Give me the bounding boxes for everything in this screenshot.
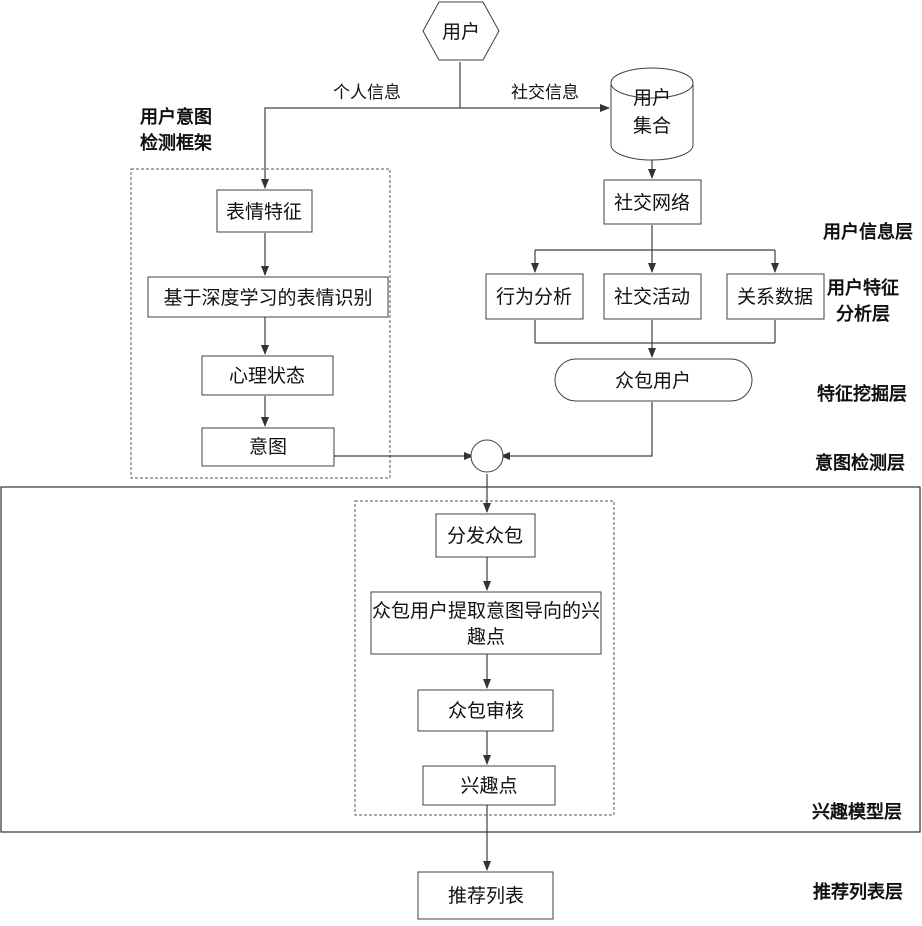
svg-text:用户: 用户 bbox=[442, 21, 480, 43]
layer-recommend-list: 推荐列表层 bbox=[813, 881, 903, 903]
intent-box: 意图 bbox=[202, 428, 334, 466]
user-node: 用户 bbox=[423, 2, 499, 60]
extract-interest-points-box: 众包用户提取意图导向的兴 趣点 bbox=[371, 592, 601, 654]
social-network-box: 社交网络 bbox=[604, 180, 701, 224]
relation-data-box: 关系数据 bbox=[727, 274, 824, 319]
social-activity-box: 社交活动 bbox=[604, 274, 701, 319]
svg-text:分发众包: 分发众包 bbox=[447, 525, 523, 547]
svg-text:众包审核: 众包审核 bbox=[448, 700, 524, 722]
interest-point-box: 兴趣点 bbox=[423, 766, 555, 805]
crowd-user-box: 众包用户 bbox=[555, 359, 752, 401]
svg-text:表情特征: 表情特征 bbox=[226, 201, 302, 223]
layer-feature-mining: 特征挖掘层 bbox=[817, 383, 907, 405]
svg-text:趣点: 趣点 bbox=[467, 626, 505, 648]
junction-circle bbox=[471, 440, 503, 472]
expression-feature-box: 表情特征 bbox=[217, 190, 312, 232]
svg-text:心理状态: 心理状态 bbox=[229, 365, 305, 387]
svg-text:社交活动: 社交活动 bbox=[614, 286, 690, 308]
svg-text:推荐列表: 推荐列表 bbox=[448, 885, 524, 907]
layer-intent-detection: 意图检测层 bbox=[815, 452, 905, 474]
svg-text:用户: 用户 bbox=[633, 87, 671, 109]
recommend-list-box: 推荐列表 bbox=[418, 872, 553, 919]
svg-text:集合: 集合 bbox=[633, 115, 671, 137]
svg-text:众包用户: 众包用户 bbox=[615, 370, 691, 392]
mental-state-box: 心理状态 bbox=[202, 356, 333, 395]
layer-user-info: 用户信息层 bbox=[823, 221, 913, 243]
svg-text:众包用户提取意图导向的兴: 众包用户提取意图导向的兴 bbox=[372, 600, 600, 622]
svg-text:基于深度学习的表情识别: 基于深度学习的表情识别 bbox=[163, 287, 372, 309]
behavior-analysis-box: 行为分析 bbox=[486, 274, 583, 319]
user-set-cylinder: 用户 集合 bbox=[611, 68, 693, 160]
layer-interest-model: 兴趣模型层 bbox=[812, 801, 902, 823]
deep-learning-recognition-box: 基于深度学习的表情识别 bbox=[148, 277, 388, 317]
frame-label-line2: 检测框架 bbox=[140, 132, 212, 154]
svg-text:关系数据: 关系数据 bbox=[737, 286, 813, 308]
svg-text:意图: 意图 bbox=[249, 436, 287, 458]
svg-text:社交网络: 社交网络 bbox=[614, 192, 690, 214]
svg-text:兴趣点: 兴趣点 bbox=[460, 775, 517, 797]
distribute-crowdsourcing-box: 分发众包 bbox=[436, 514, 535, 557]
social-info-label: 社交信息 bbox=[511, 83, 579, 103]
frame-label-line1: 用户意图 bbox=[140, 106, 212, 128]
layer-user-feature-line1: 用户特征 bbox=[827, 277, 899, 299]
svg-text:行为分析: 行为分析 bbox=[496, 286, 572, 308]
personal-info-label: 个人信息 bbox=[333, 83, 401, 103]
crowdsourcing-review-box: 众包审核 bbox=[418, 690, 553, 731]
layer-user-feature-line2: 分析层 bbox=[836, 303, 890, 325]
